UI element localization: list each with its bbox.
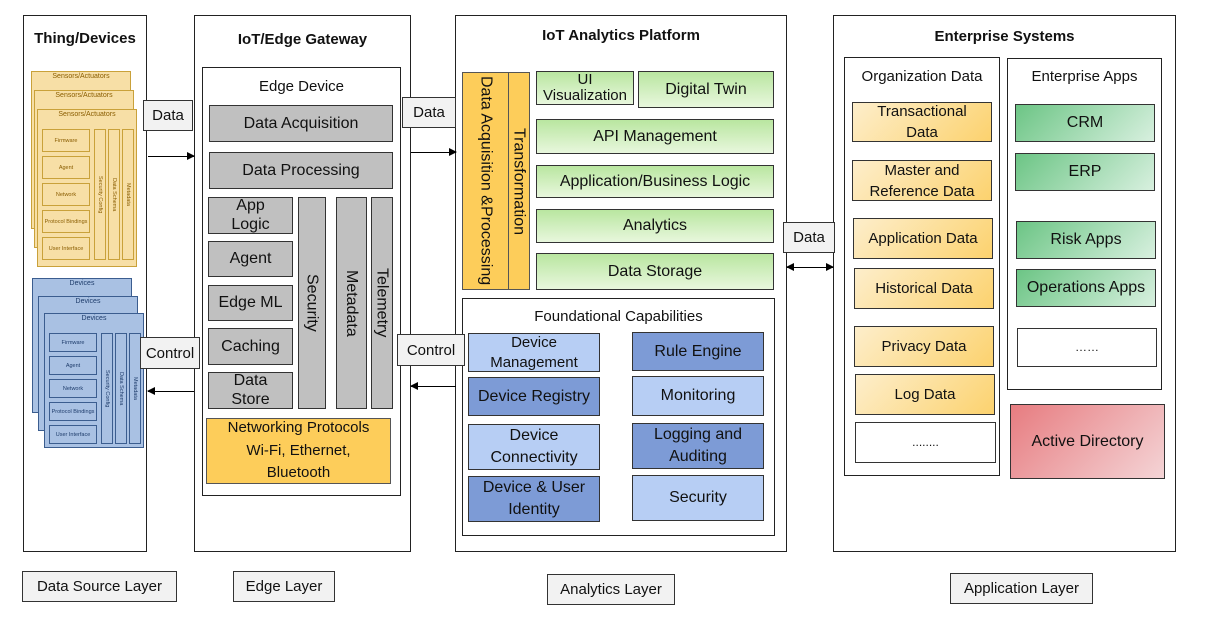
layer-edge: Edge Layer (233, 571, 335, 602)
edge-data-acquisition: Data Acquisition (209, 105, 393, 142)
analytics-api-management: API Management (536, 119, 774, 154)
analytics-data-storage: Data Storage (536, 253, 774, 290)
card-item: Firmware (49, 333, 97, 352)
card-title: Sensors/Actuators (58, 111, 116, 118)
app-operations-apps: Operations Apps (1016, 269, 1156, 307)
enterprise-systems-title: Enterprise Systems (934, 28, 1075, 45)
org-privacy-data: Privacy Data (854, 326, 994, 367)
device-connectivity: Device Connectivity (468, 424, 600, 470)
edge-device-title: Edge Device (258, 78, 345, 95)
org-more-placeholder: ........ (855, 422, 996, 463)
card-item: Protocol Bindings (42, 210, 90, 233)
card-item: Firmware (42, 129, 90, 152)
analytics-business-logic: Application/Business Logic (536, 165, 774, 198)
data-arrow-edge-analytics (411, 148, 457, 156)
edge-data-processing: Data Processing (209, 152, 393, 189)
edge-telemetry: Telemetry (371, 197, 393, 409)
card-item: Agent (49, 356, 97, 375)
control-arrow-edge-things (147, 387, 194, 395)
edge-agent: Agent (208, 241, 293, 277)
networking-line-3: Bluetooth (266, 464, 331, 482)
card-side-item: Metadata (129, 333, 141, 444)
card-item: Network (42, 183, 90, 206)
acq-line-2: Processing (477, 206, 495, 286)
data-tag-edge-analytics: Data (402, 97, 456, 128)
analytics-analytics: Analytics (536, 209, 774, 243)
device-management: Device Management (468, 333, 600, 372)
layer-data-source: Data Source Layer (22, 571, 177, 602)
app-risk-apps: Risk Apps (1016, 221, 1156, 259)
analytics-ui-visualization: UI Visualization (536, 71, 634, 105)
device-registry: Device Registry (468, 377, 600, 416)
org-master-reference-data: Master and Reference Data (852, 160, 992, 201)
edge-networking-protocols: Networking Protocols Wi-Fi, Ethernet, Bl… (206, 418, 391, 484)
networking-line-2: Wi-Fi, Ethernet, (246, 441, 351, 459)
edge-gateway-title: IoT/Edge Gateway (237, 31, 368, 48)
edge-security: Security (298, 197, 326, 409)
analytics-platform-title: IoT Analytics Platform (542, 27, 700, 44)
analytics-transformation: Transformation (508, 72, 530, 290)
app-more-placeholder: …… (1017, 328, 1157, 367)
card-item: User Interface (49, 425, 97, 444)
card-item: Network (49, 379, 97, 398)
analytics-digital-twin: Digital Twin (638, 71, 774, 108)
enterprise-apps-title: Enterprise Apps (1031, 68, 1138, 85)
control-tag-analytics-edge: Control (397, 334, 465, 366)
org-application-data: Application Data (853, 218, 993, 259)
card-side-item: Security Config (101, 333, 113, 444)
device-user-identity: Device & User Identity (468, 476, 600, 522)
edge-data-store: Data Store (208, 372, 293, 409)
card-title: Sensors/Actuators (52, 73, 110, 80)
card-title: Devices (81, 315, 107, 322)
card-side-item: Data Schema (115, 333, 127, 444)
networking-line-1: Networking Protocols (227, 419, 370, 437)
data-arrow-analytics-enterprise (786, 263, 834, 271)
edge-caching: Caching (208, 328, 293, 365)
rule-engine: Rule Engine (632, 332, 764, 371)
app-crm: CRM (1015, 104, 1155, 142)
org-transactional-data: Transactional Data (852, 102, 992, 142)
card-title: Sensors/Actuators (55, 92, 113, 99)
analytics-data-acquisition-processing: Data Acquisition & Processing (462, 72, 509, 290)
card-side-item: Security Config (94, 129, 106, 260)
card-side-item: Data Schema (108, 129, 120, 260)
layer-analytics: Analytics Layer (547, 574, 675, 605)
card-title: Devices (75, 298, 101, 305)
data-arrow-things-edge (148, 152, 195, 160)
edge-ml: Edge ML (208, 285, 293, 321)
org-historical-data: Historical Data (854, 268, 994, 309)
active-directory: Active Directory (1010, 404, 1165, 479)
card-item: Agent (42, 156, 90, 179)
foundational-title: Foundational Capabilities (534, 308, 703, 325)
card-item: User Interface (42, 237, 90, 260)
app-erp: ERP (1015, 153, 1155, 191)
layer-application: Application Layer (950, 573, 1093, 604)
edge-app-logic: App Logic (208, 197, 293, 234)
edge-metadata: Metadata (336, 197, 367, 409)
organization-data-title: Organization Data (861, 68, 983, 85)
things-title: Thing/Devices (34, 30, 136, 47)
data-tag-analytics-enterprise: Data (783, 222, 835, 253)
card-title: Devices (69, 280, 95, 287)
org-log-data: Log Data (855, 374, 995, 415)
data-tag-things-edge: Data (143, 100, 193, 131)
acq-line-1: Data Acquisition & (477, 76, 495, 207)
foundational-security: Security (632, 475, 764, 521)
control-arrow-analytics-edge (410, 382, 456, 390)
monitoring: Monitoring (632, 376, 764, 416)
logging-auditing: Logging and Auditing (632, 423, 764, 469)
card-item: Protocol Bindings (49, 402, 97, 421)
control-tag-edge-things: Control (140, 337, 200, 369)
card-side-item: Metadata (122, 129, 134, 260)
